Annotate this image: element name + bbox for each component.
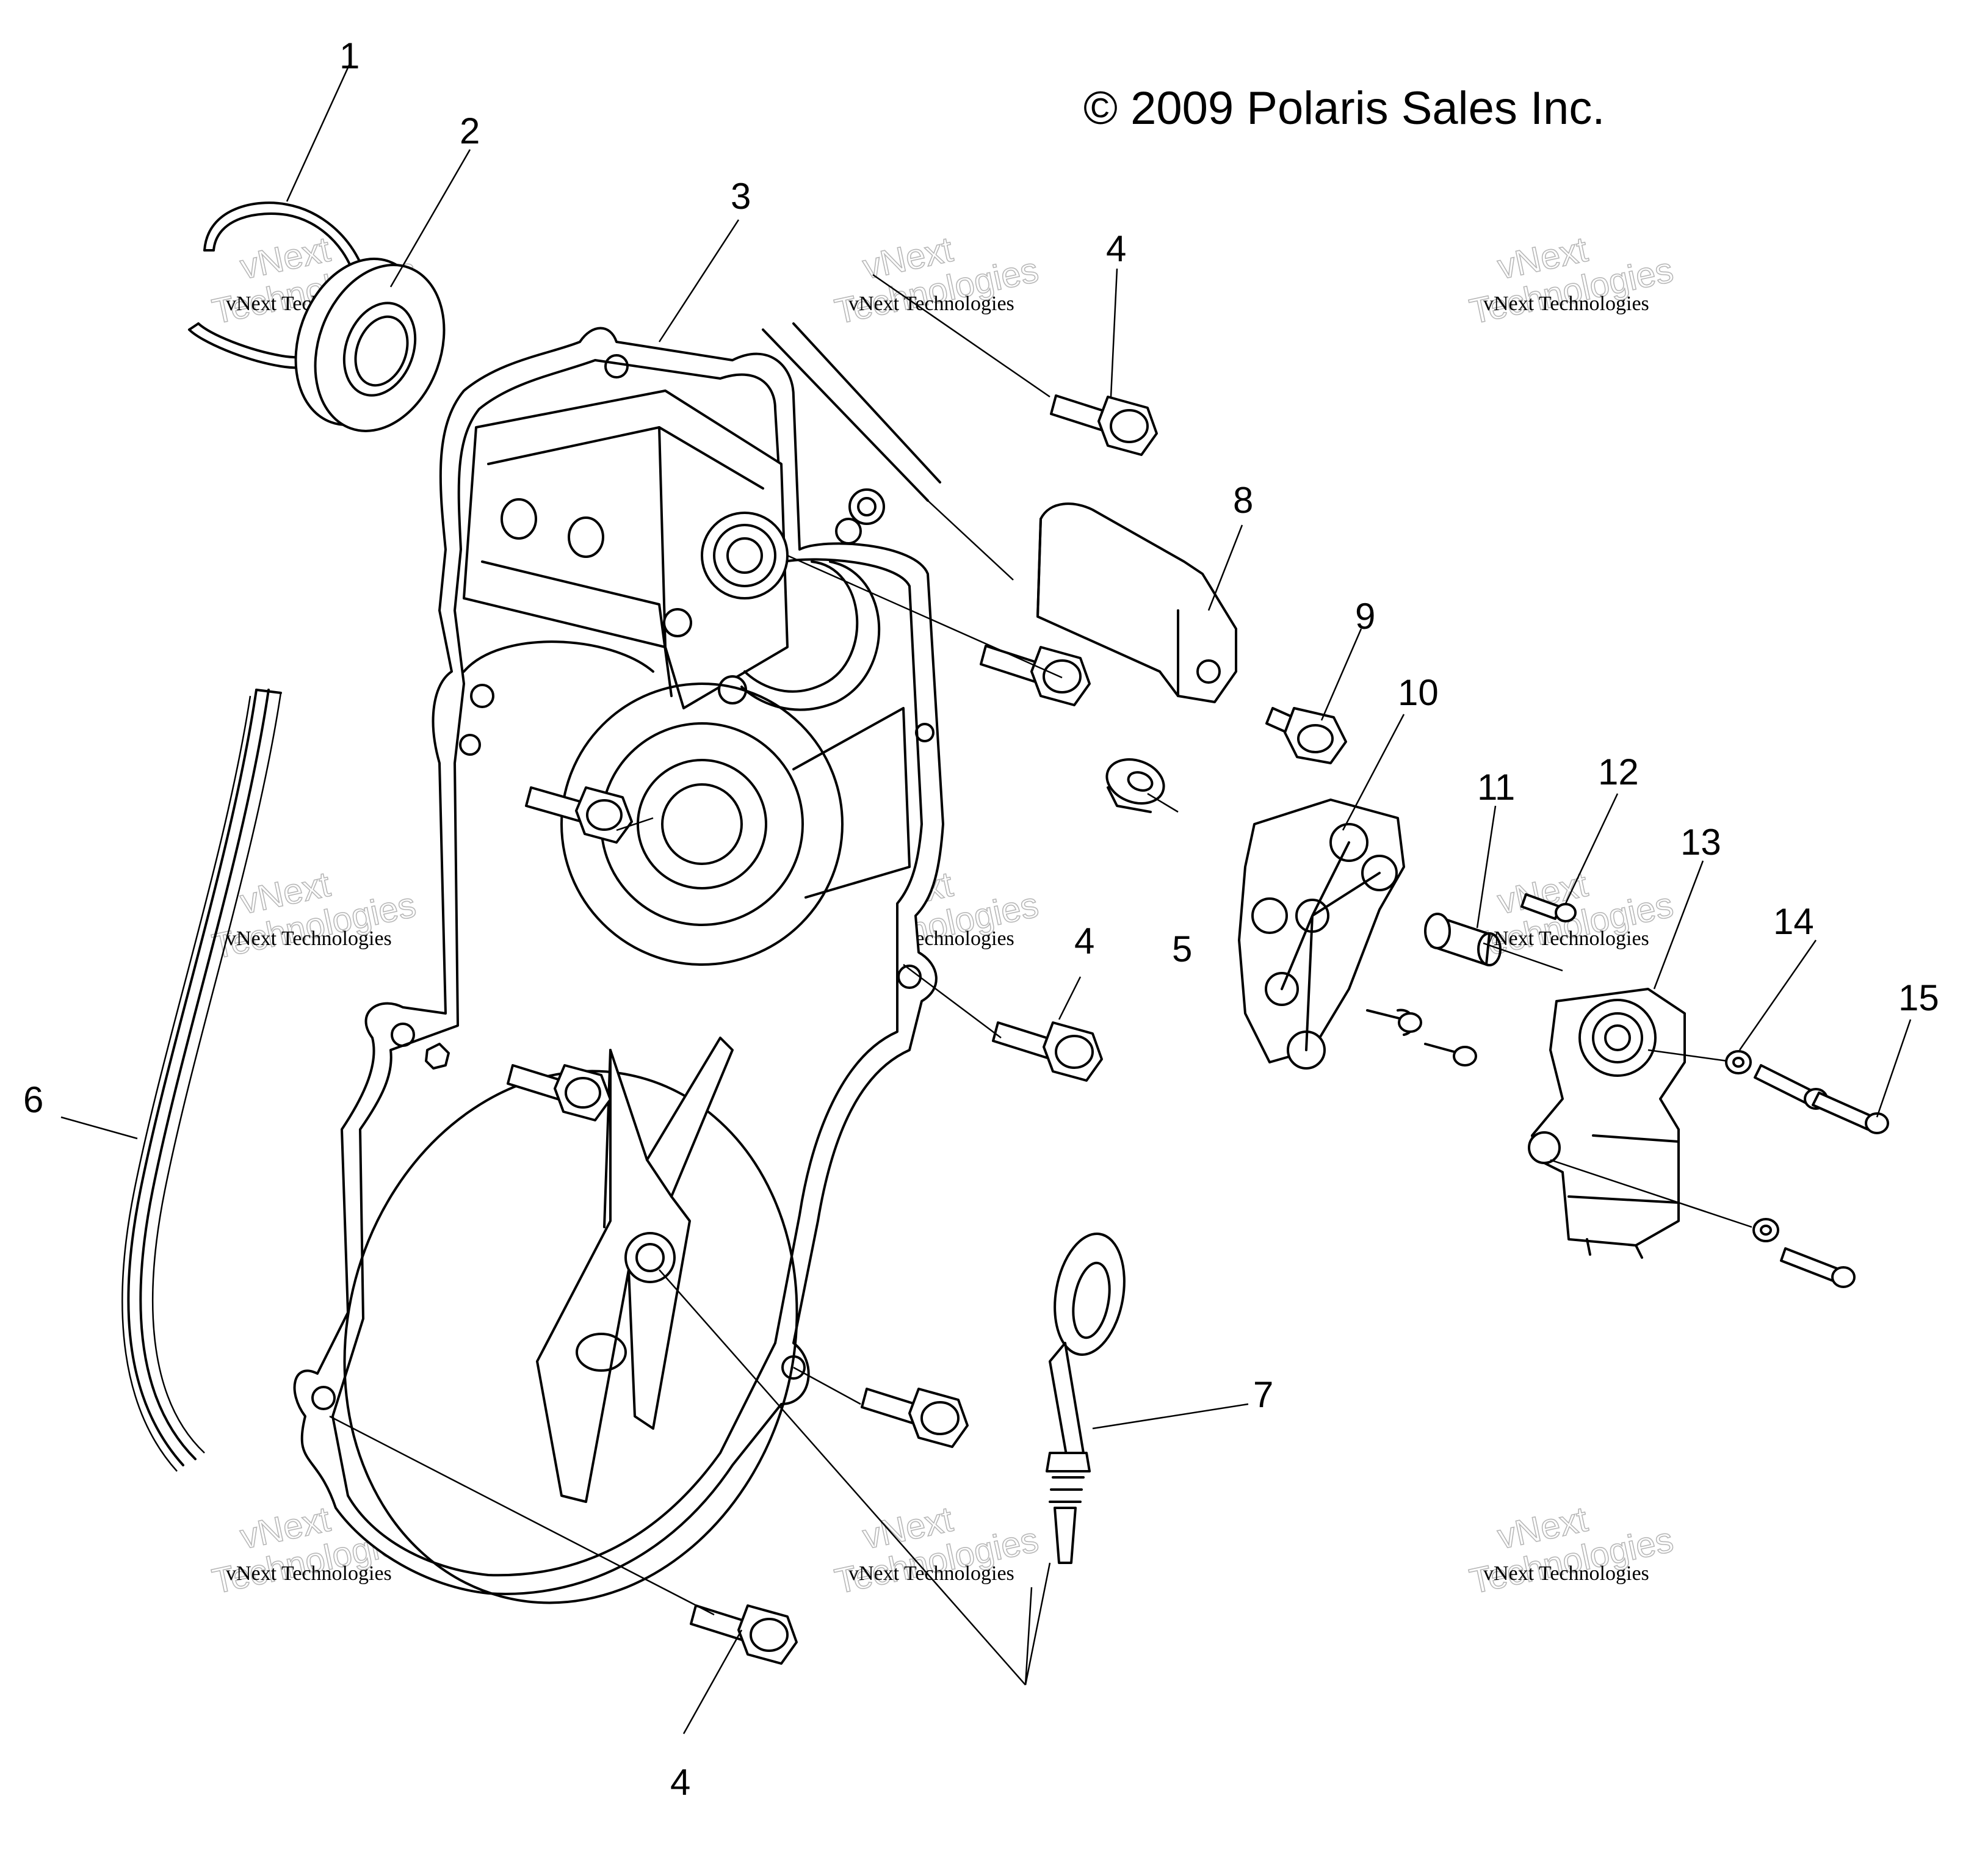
- part-mounting-plate: [1238, 799, 1405, 1070]
- callout-4-bottom: 4: [670, 1762, 690, 1803]
- callout-15: 15: [1898, 977, 1939, 1018]
- callout-11: 11: [1477, 767, 1515, 808]
- bolt: [992, 1021, 1103, 1082]
- callout-7: 7: [1253, 1374, 1273, 1415]
- watermark-text: vNext Technologies: [1483, 292, 1649, 315]
- bolt: [690, 1604, 798, 1665]
- part-bracket: [1036, 502, 1237, 703]
- nut: [425, 1043, 450, 1070]
- watermark: vNext Technologies vNext Technologies: [831, 1499, 1042, 1602]
- watermark: vNext Technologies vNext Technologies: [208, 864, 419, 967]
- watermark-text: vNext Technologies: [848, 1562, 1014, 1585]
- part-gearcase-cover: [293, 322, 944, 1604]
- watermark-text: vNext Technologies: [226, 1562, 392, 1585]
- callout-5: 5: [1172, 929, 1192, 969]
- bolt: [525, 786, 633, 844]
- part-washer-small: [1725, 1050, 1779, 1242]
- leader-lines: [60, 60, 1912, 1734]
- callout-12: 12: [1598, 751, 1639, 792]
- bolt: [507, 1064, 612, 1121]
- watermark-text: vNext Technologies: [226, 927, 392, 950]
- callout-13: 13: [1680, 822, 1721, 863]
- callout-4-mid: 4: [1074, 921, 1094, 962]
- part-bushing: [1366, 913, 1502, 1067]
- part-belt: [121, 689, 282, 1472]
- callout-2: 2: [460, 110, 480, 151]
- watermark: vNext Technologies vNext Technologies: [1466, 229, 1677, 332]
- watermark-text: vNext Technologies: [1483, 927, 1649, 950]
- watermark-text: vNext Technologies: [848, 292, 1014, 315]
- callout-6: 6: [23, 1079, 43, 1120]
- bolt: [980, 645, 1091, 706]
- part-bolt-group: [425, 394, 1158, 1665]
- callout-8: 8: [1233, 480, 1253, 521]
- part-long-screw: [1754, 1064, 1889, 1288]
- part-screw: [1520, 893, 1577, 922]
- callout-numbers: 1 2 3 4 4 4 5 6 7 8 9 10 11 12 13 14 15: [23, 35, 1939, 1803]
- callout-14: 14: [1773, 901, 1814, 942]
- callout-3: 3: [731, 176, 751, 217]
- watermark-text: vNext Technologies: [1483, 1562, 1649, 1585]
- part-dipstick: [1046, 1233, 1126, 1564]
- watermark: vNext Technologies vNext Technologies: [1466, 1499, 1677, 1602]
- callout-9: 9: [1355, 596, 1375, 637]
- watermark: vNext Technologies vNext Technologies: [831, 229, 1042, 332]
- callout-1: 1: [339, 35, 360, 76]
- part-washer: [1105, 758, 1165, 813]
- bolt: [1050, 394, 1158, 456]
- part-actuator-motor: [1528, 988, 1686, 1259]
- copyright-text: © 2009 Polaris Sales Inc.: [1083, 82, 1605, 134]
- callout-10: 10: [1398, 672, 1439, 713]
- part-seal: [294, 258, 446, 432]
- callout-4-top: 4: [1106, 228, 1126, 269]
- part-flange-bolt: [1265, 707, 1347, 764]
- bolt: [861, 1388, 969, 1448]
